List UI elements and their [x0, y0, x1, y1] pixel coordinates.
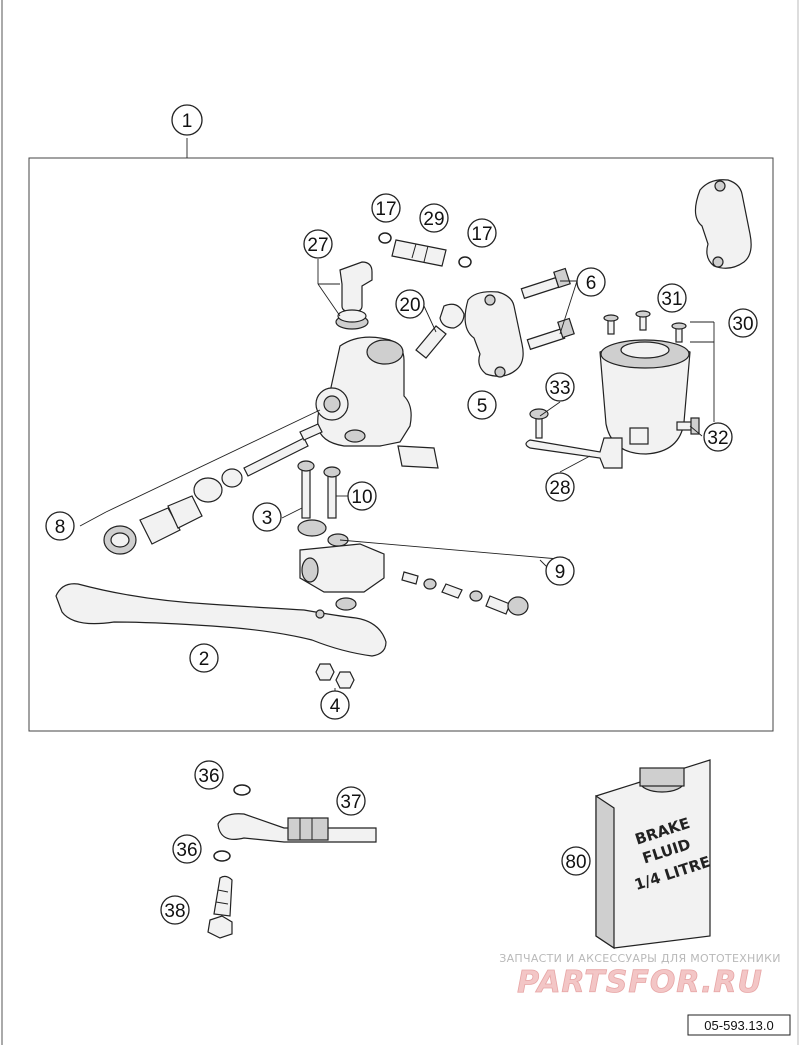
callout-20[interactable]: 20 [395, 289, 425, 319]
callout-6[interactable]: 6 [576, 267, 606, 297]
pivot-pins[interactable] [297, 460, 349, 547]
handlebar-clamp[interactable] [464, 291, 524, 378]
callout-2-label: 2 [199, 649, 210, 670]
callout-2[interactable]: 2 [189, 643, 219, 673]
crush-washers[interactable] [213, 784, 251, 862]
piston-kit[interactable] [79, 409, 323, 555]
callout-10-label: 10 [351, 487, 372, 508]
callout-30-label: 30 [732, 314, 753, 335]
banjo-fitting[interactable] [335, 261, 373, 330]
callout-5-label: 5 [477, 396, 488, 417]
callout-36-bottom[interactable]: 36 [172, 834, 202, 864]
callout-3[interactable]: 3 [252, 502, 282, 532]
callout-8-label: 8 [55, 517, 66, 538]
banjo-bolt[interactable] [207, 875, 233, 939]
callout-38[interactable]: 38 [160, 895, 190, 925]
callout-leaders [281, 259, 715, 702]
callout-27-label: 27 [307, 235, 328, 256]
callout-29-label: 29 [423, 209, 444, 230]
callout-17-right[interactable]: 17 [467, 218, 497, 248]
callout-28[interactable]: 28 [545, 472, 575, 502]
hose-clamps[interactable] [378, 232, 472, 268]
callout-31-label: 31 [661, 289, 682, 310]
callout-31[interactable]: 31 [657, 283, 687, 313]
callout-4-label: 4 [330, 696, 341, 717]
callout-27[interactable]: 27 [303, 229, 333, 259]
callout-4[interactable]: 4 [320, 690, 350, 720]
callout-38-label: 38 [164, 901, 185, 922]
callout-20-label: 20 [399, 295, 420, 316]
reservoir-bolt[interactable] [676, 417, 700, 435]
callout-80[interactable]: 80 [561, 846, 591, 876]
callout-37[interactable]: 37 [336, 786, 366, 816]
callout-32[interactable]: 32 [703, 422, 733, 452]
watermark-caption: ЗАПЧАСТИ И АКСЕССУАРЫ ДЛЯ МОТОТЕХНИКИ [499, 952, 781, 965]
callout-6-label: 6 [586, 273, 597, 294]
fluid-reservoir[interactable] [599, 339, 691, 455]
callout-36-top[interactable]: 36 [194, 760, 224, 790]
master-cylinder-body[interactable] [315, 336, 439, 469]
brake-lever[interactable] [55, 583, 387, 657]
callout-33[interactable]: 33 [545, 372, 575, 402]
bleed-nipple[interactable] [415, 303, 465, 359]
callout-17-left[interactable]: 17 [371, 193, 401, 223]
callout-10[interactable]: 10 [347, 481, 377, 511]
callout-5[interactable]: 5 [467, 390, 497, 420]
callout-37-label: 37 [340, 792, 361, 813]
callout-36-bottom-label: 36 [176, 840, 197, 861]
assembly-frame [28, 157, 774, 732]
callout-33-label: 33 [549, 378, 570, 399]
callout-28-label: 28 [549, 478, 570, 499]
callout-32-label: 32 [707, 428, 728, 449]
callout-9[interactable]: 9 [545, 556, 575, 586]
callout-36-top-label: 36 [198, 766, 219, 787]
diagram-code: 05-593.13.0 [704, 1018, 773, 1033]
callout-80-label: 80 [565, 852, 586, 873]
callout-30[interactable]: 30 [728, 308, 758, 338]
callout-3-label: 3 [262, 508, 273, 529]
brake-fluid-can[interactable] [595, 759, 711, 950]
reservoir-bracket[interactable] [525, 408, 623, 469]
clamp-bolts[interactable] [520, 267, 575, 351]
callout-9-label: 9 [555, 562, 566, 583]
diagram-code-box: 05-593.13.0 [687, 1014, 791, 1036]
brake-hose[interactable] [217, 813, 377, 843]
callout-1-label: 1 [182, 111, 193, 132]
callout-17-left-label: 17 [375, 199, 396, 220]
callout-17-right-label: 17 [471, 224, 492, 245]
reservoir-screws[interactable] [603, 310, 687, 343]
lever-nuts[interactable] [315, 663, 355, 689]
clamp-spare [694, 179, 752, 269]
callout-8[interactable]: 8 [45, 511, 75, 541]
callout-1[interactable]: 1 [171, 104, 203, 158]
adjuster-assembly[interactable] [299, 539, 571, 616]
callout-29[interactable]: 29 [419, 203, 449, 233]
hose-piece[interactable] [391, 239, 447, 267]
watermark-logo: PARTSFOR.RU [517, 965, 763, 1000]
